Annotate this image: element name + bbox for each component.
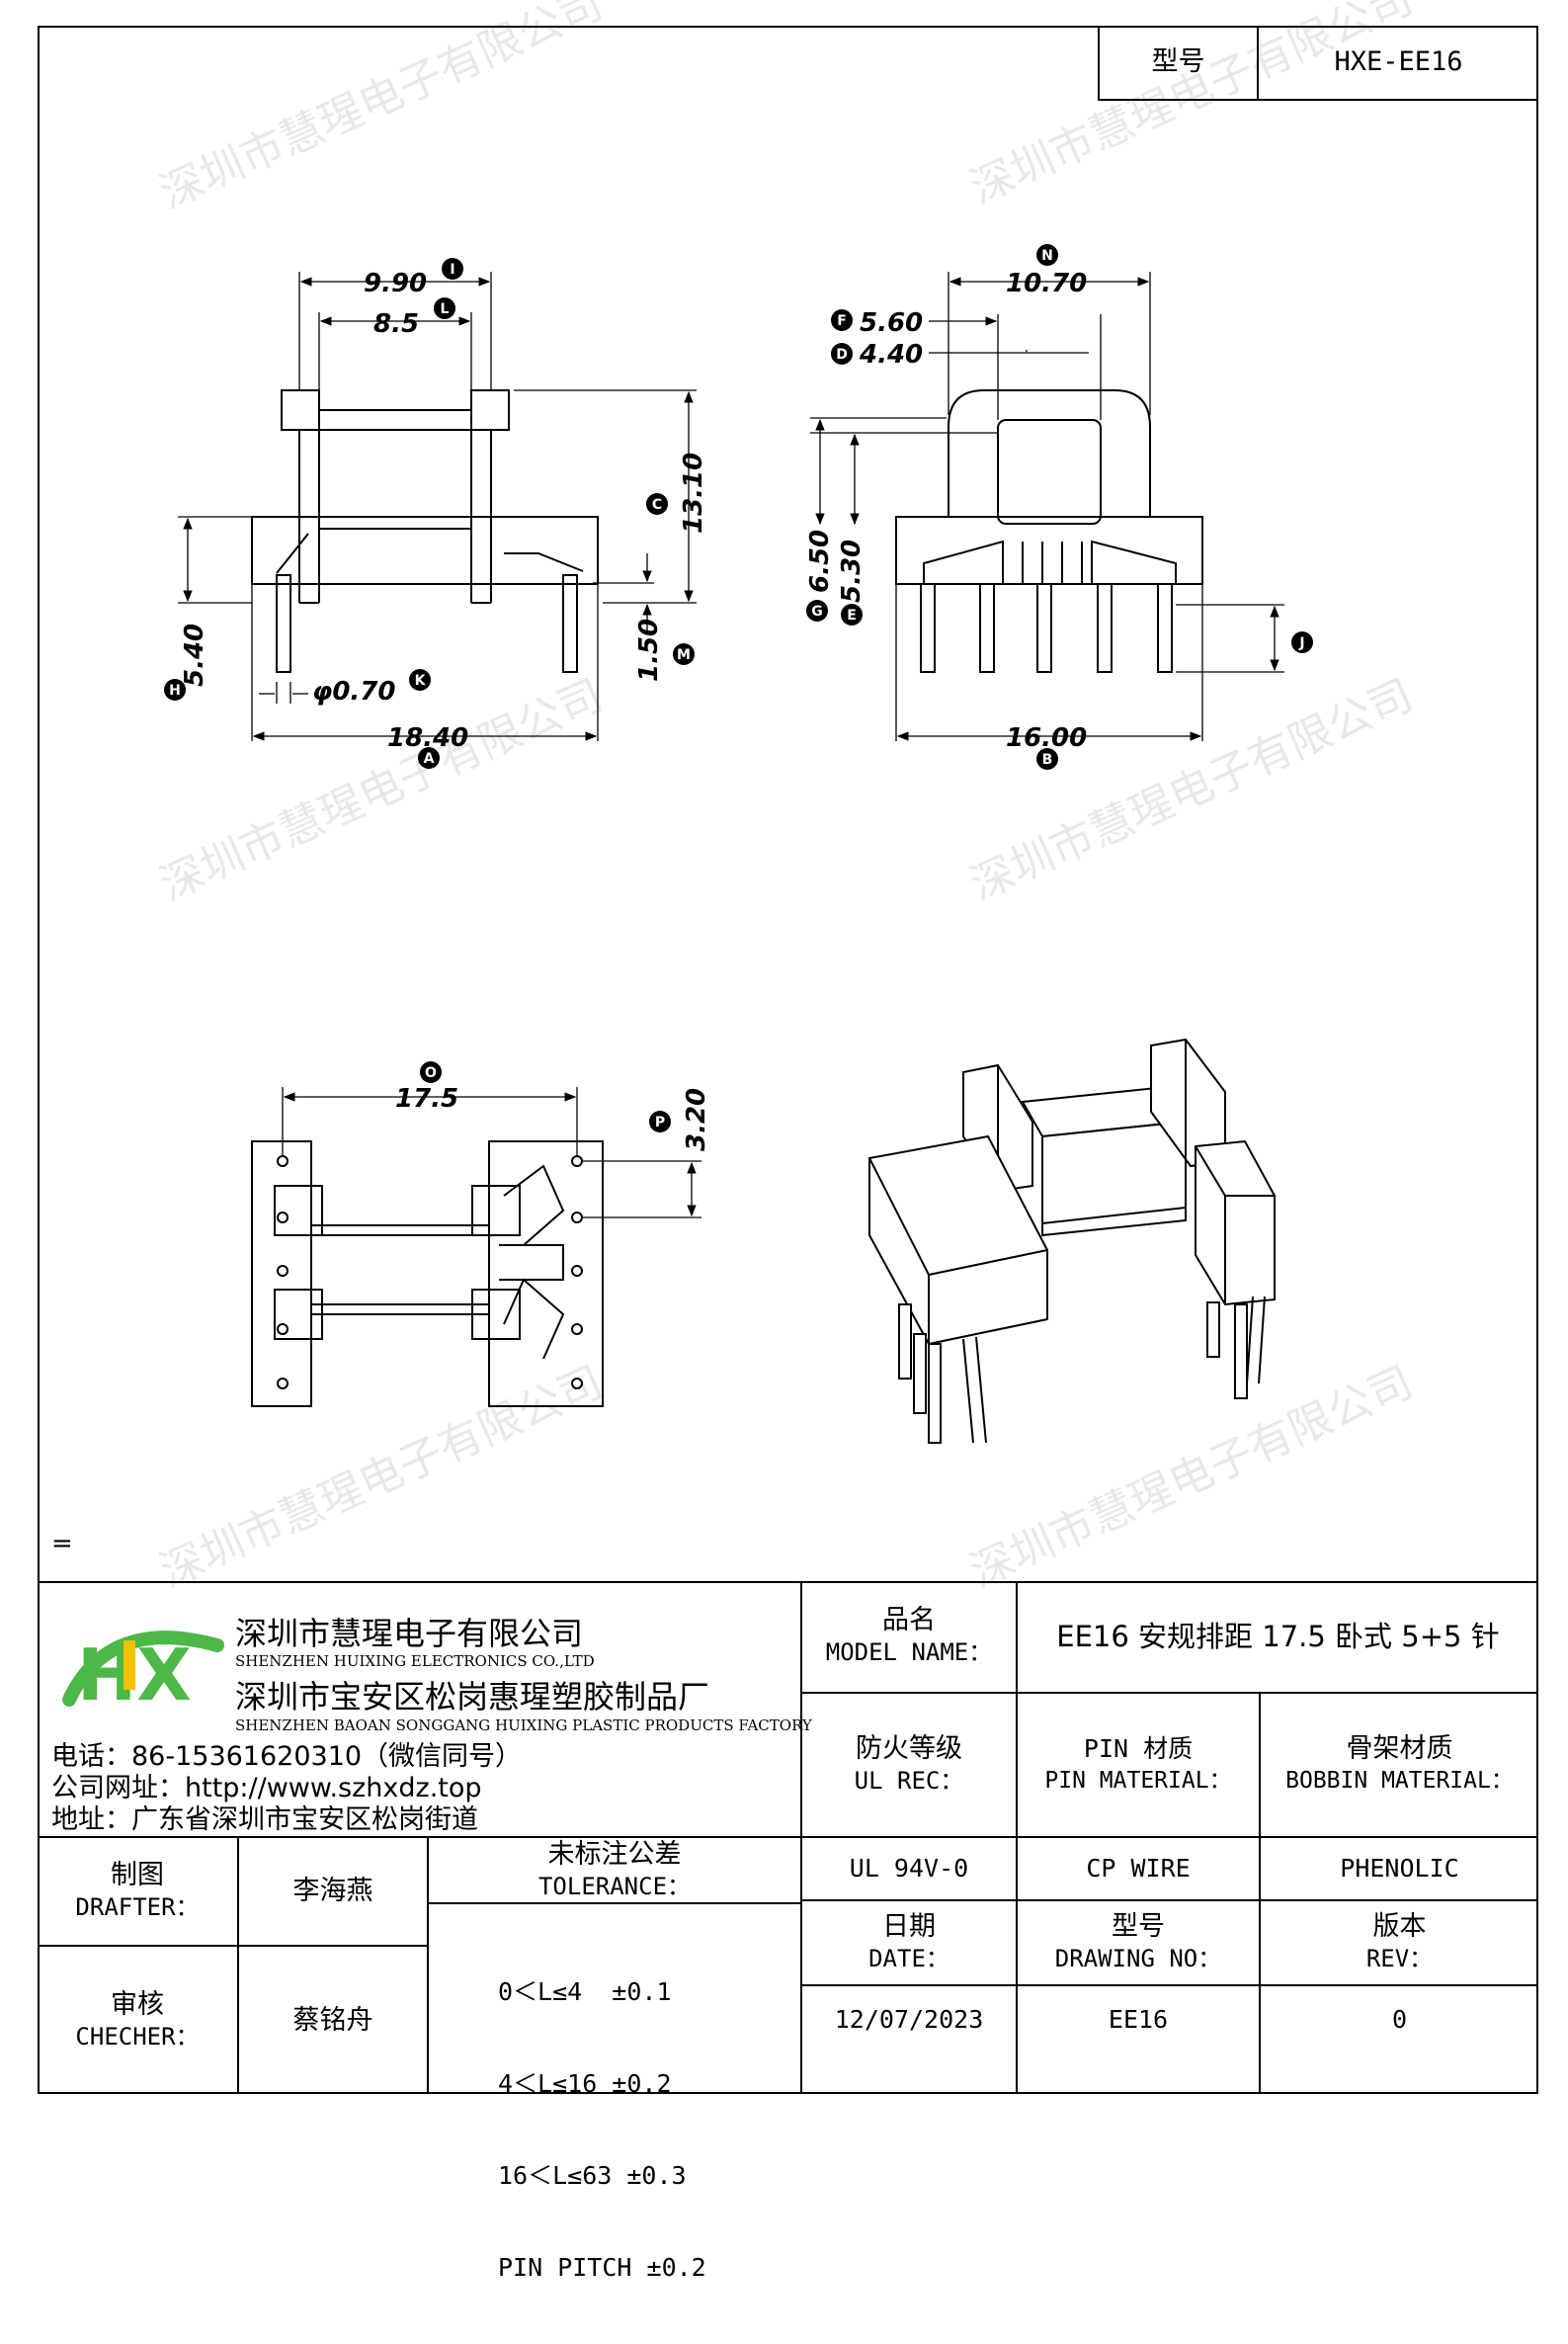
marker-o: O [425,1065,437,1081]
date-label-cn: 日期 [882,1911,936,1942]
tolerance-label-en: TOLERANCE： [537,1872,692,1900]
checker-name: 蔡铭舟 [292,2004,373,2036]
drafter-label-en: DRAFTER： [75,1893,200,1921]
tolerance-line: 0＜L≤4 ±0.1 [498,1977,672,2006]
date-value: 12/07/2023 [834,2005,984,2034]
checker-label-cn: 审核 [111,1988,164,2020]
drawing-no-value: EE16 [1108,2005,1169,2034]
rev-label-en: REV： [1365,1945,1434,1972]
drawing-sheet [38,26,1538,2094]
marker-j: J [1298,635,1304,651]
rev-label-cn: 版本 [1372,1911,1427,1942]
dim-85: 8.5 [373,309,419,339]
model-name-label-en: MODEL NAME： [825,1638,993,1666]
bobbin-label-cn: 骨架材质 [1346,1733,1453,1764]
drawing-no-label-cn: 型号 [1112,1911,1165,1942]
marker-e: E [847,608,857,624]
dim-990: 9.90 [364,269,427,298]
stray-mark: = [51,1529,73,1558]
marker-d: D [836,347,848,363]
dim-1600: 16.00 [1006,723,1087,753]
dim-530: 5.30 [837,540,867,603]
dim-560: 5.60 [860,308,923,338]
company-website: 公司网址：http://www.szhxdz.top [51,1773,482,1803]
marker-n: N [1041,248,1053,264]
header-model-value: HXE-EE16 [1334,46,1463,77]
model-name-value: EE16 安规排距 17.5 卧式 5+5 针 [1056,1620,1500,1653]
dim-320: 3.20 [682,1088,711,1151]
checker-label-en: CHECHER： [75,2022,200,2051]
header-model-label: 型号 [1151,46,1205,77]
tolerance-line: PIN PITCH ±0.2 [498,2253,706,2282]
company-phone: 电话：86-15361620310（微信同号） [51,1741,523,1772]
pin-value: CP WIRE [1086,1854,1191,1883]
drawing-no-label-en: DRAWING NO： [1054,1945,1222,1972]
date-label-en: DATE： [868,1945,949,1972]
dim-070: φ0.70 [312,677,396,707]
marker-h: H [169,683,181,699]
pin-label-en: PIN MATERIAL： [1044,1768,1232,1794]
factory-name-en: SHENZHEN BAOAN SONGGANG HUIXING PLASTIC … [235,1716,812,1734]
marker-k: K [415,673,427,689]
title-block: HX 深圳市慧瑆电子有限公司 SHENZHEN HUIXING ELECTRON… [38,1581,1538,2282]
dim-1070: 10.70 [1006,269,1087,298]
marker-a: A [424,751,435,767]
model-name-label-cn: 品名 [882,1605,936,1635]
factory-name-cn: 深圳市宝安区松岗惠瑆塑胶制品厂 [235,1678,710,1716]
dim-150: 1.50 [634,619,664,682]
company-name-cn: 深圳市慧瑆电子有限公司 [235,1615,584,1652]
marker-p: P [655,1115,665,1130]
dim-175: 17.5 [395,1084,458,1114]
header-model-box: 型号 HXE-EE16 [1098,26,1538,101]
marker-m: M [677,647,691,663]
technical-drawing: 9.90 8.5 13.10 1.50 5.40 φ0.70 18.40 10.… [51,244,1313,1558]
dim-540: 5.40 [180,624,209,687]
marker-i: I [450,262,454,278]
marker-b: B [1042,752,1053,768]
dim-440: 4.40 [859,340,923,370]
pin-label-cn: PIN 材质 [1083,1734,1194,1763]
marker-c: C [652,497,662,513]
marker-g: G [811,604,823,620]
ul-label-cn: 防火等级 [856,1733,962,1764]
marker-l: L [441,301,450,317]
tolerance-line: 4＜L≤16 ±0.2 [498,2069,672,2098]
bobbin-value: PHENOLIC [1340,1854,1459,1883]
dim-650: 6.50 [805,530,835,593]
tolerance-list: 0＜L≤4 ±0.1 4＜L≤16 ±0.2 16＜L≤63 ±0.3 PIN … [498,1915,706,2344]
company-address: 地址：广东省深圳市宝安区松岗街道 [51,1804,478,1835]
tolerance-label-cn: 未标注公差 [547,1838,682,1870]
company-logo: HX [49,1606,257,1724]
rev-value: 0 [1391,2005,1408,2034]
drafter-label-cn: 制图 [111,1860,164,1890]
dim-1310: 13.10 [679,453,708,534]
drafter-name: 李海燕 [292,1876,373,1906]
ul-label-en: UL REC： [854,1767,964,1795]
company-name-en: SHENZHEN HUIXING ELECTRONICS CO.,LTD [235,1652,595,1670]
marker-f: F [837,313,847,329]
ul-value: UL 94V-0 [849,1854,969,1883]
bobbin-label-en: BOBBIN MATERIAL： [1285,1768,1514,1794]
tolerance-line: 16＜L≤63 ±0.3 [498,2161,687,2190]
